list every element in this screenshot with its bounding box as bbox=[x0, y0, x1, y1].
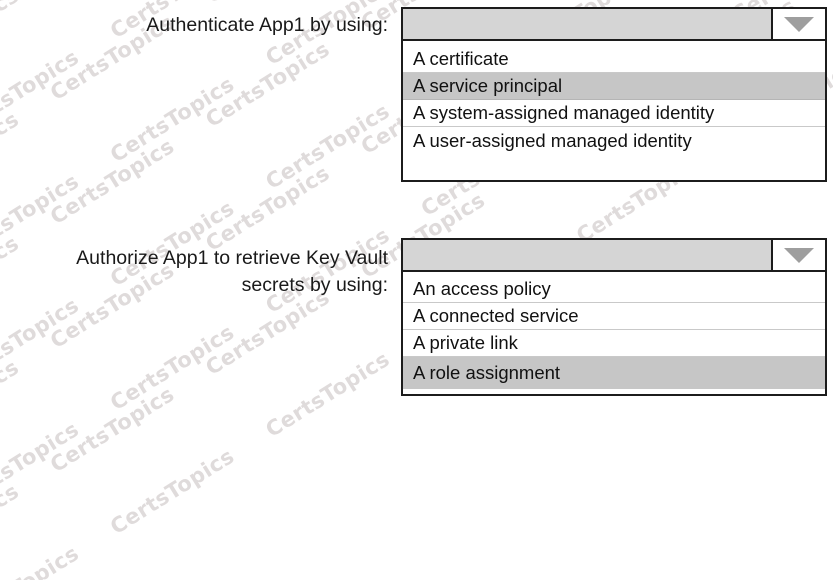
watermark-text: CertsTopics bbox=[261, 346, 394, 443]
authorize-prompt-line-2: secrets by using: bbox=[241, 274, 388, 296]
watermark-text: CertsTopics bbox=[0, 355, 24, 451]
watermark-text: CertsTopics bbox=[0, 293, 84, 389]
list-item[interactable]: A certificate bbox=[403, 46, 825, 73]
authorize-dropdown[interactable]: An access policy A connected service A p… bbox=[401, 238, 827, 396]
authenticate-dropdown-header[interactable] bbox=[401, 7, 827, 41]
list-item[interactable]: A user-assigned managed identity bbox=[403, 127, 825, 154]
watermark-text: CertsTopics bbox=[201, 0, 333, 8]
list-item[interactable]: A private link bbox=[403, 330, 825, 357]
watermark-text: CertsTopics bbox=[0, 0, 24, 79]
list-item[interactable]: A role assignment bbox=[403, 357, 825, 389]
authenticate-selected-value bbox=[403, 9, 771, 39]
chevron-down-icon bbox=[784, 247, 814, 263]
watermark-text: CertsTopics bbox=[0, 107, 24, 203]
watermark-text: CertsTopics bbox=[0, 541, 83, 580]
watermark-text: CertsTopics bbox=[106, 71, 239, 168]
watermark-text: CertsTopics bbox=[0, 45, 84, 141]
watermark-text: CertsTopics bbox=[201, 160, 334, 257]
authenticate-dropdown-toggle[interactable] bbox=[771, 9, 825, 39]
list-item[interactable]: A system-assigned managed identity bbox=[403, 100, 825, 127]
watermark-text: CertsTopics bbox=[201, 36, 334, 133]
watermark-text: CertsTopics bbox=[261, 98, 394, 195]
list-item[interactable]: A service principal bbox=[403, 73, 825, 100]
authenticate-list-empty-space bbox=[403, 154, 825, 176]
authenticate-prompt-label: Authenticate App1 by using: bbox=[40, 12, 388, 39]
chevron-down-icon bbox=[784, 16, 814, 32]
watermark-text: CertsTopics bbox=[0, 417, 84, 513]
authenticate-option-list[interactable]: A certificate A service principal A syst… bbox=[401, 41, 827, 182]
list-item[interactable]: A connected service bbox=[403, 303, 825, 330]
watermark-text: CertsTopics bbox=[0, 479, 24, 575]
authorize-prompt-line-1: Authorize App1 to retrieve Key Vault bbox=[76, 247, 388, 269]
authenticate-dropdown[interactable]: A certificate A service principal A syst… bbox=[401, 7, 827, 182]
watermark-text: CertsTopics bbox=[46, 133, 179, 230]
authorize-option-list[interactable]: An access policy A connected service A p… bbox=[401, 272, 827, 396]
watermark-text: CertsTopics bbox=[201, 284, 334, 381]
watermark-text: CertsTopics bbox=[106, 319, 239, 416]
watermark-text: CertsTopics bbox=[106, 443, 239, 540]
watermark-text: CertsTopics bbox=[46, 381, 179, 478]
authenticate-prompt-line-1: Authenticate App1 by using: bbox=[146, 14, 388, 36]
authorize-prompt-label: Authorize App1 to retrieve Key Vault sec… bbox=[10, 245, 388, 299]
list-item[interactable]: An access policy bbox=[403, 276, 825, 303]
authorize-dropdown-header[interactable] bbox=[401, 238, 827, 272]
authorize-selected-value bbox=[403, 240, 771, 270]
authorize-dropdown-toggle[interactable] bbox=[771, 240, 825, 270]
